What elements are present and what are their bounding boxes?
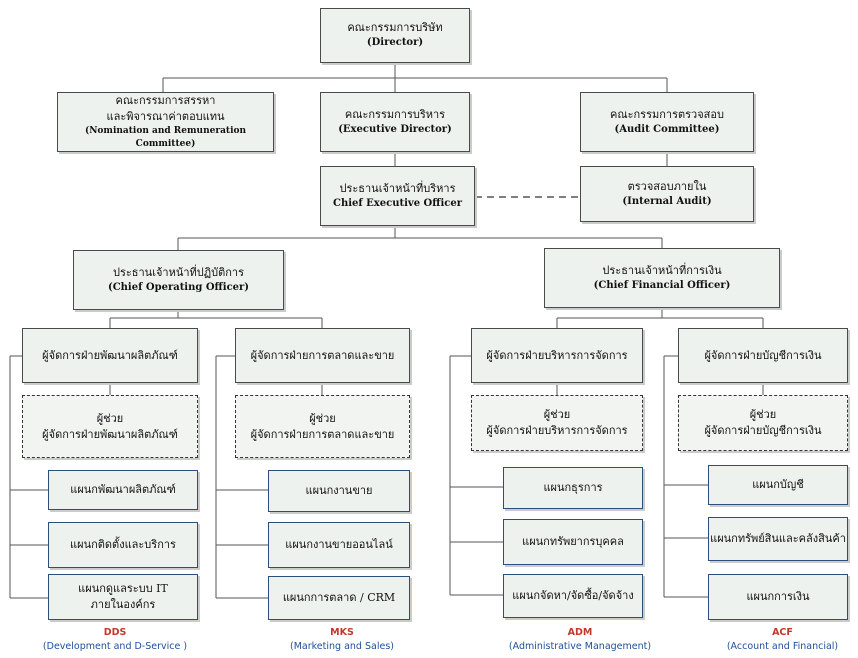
coo-th: ประธานเจ้าหน้าที่ปฏิบัติการ [112, 265, 245, 279]
acf-dept1: แผนกบัญชี [752, 478, 804, 492]
ceo-en: Chief Executive Officer [333, 197, 462, 209]
adm-dept3: แผนกจัดหา/จัดซื้อ/จัดจ้าง [512, 589, 634, 603]
adm-dept-admin: แผนกธุรการ [503, 467, 643, 509]
mks-assistant1: ผู้ช่วย [309, 411, 336, 425]
acf-desc: (Account and Financial) [726, 640, 839, 652]
nomination-committee-box: คณะกรรมการสรรหา และพิจารณาค่าตอบแทน (Nom… [57, 92, 274, 152]
acf-assistant-box: ผู้ช่วย ผู้จัดการฝ่ายบัญชีการเงิน [678, 395, 848, 451]
adm-division-label: ADM (Administrative Management) [495, 626, 665, 654]
dds-assistant2: ผู้จัดการฝ่ายพัฒนาผลิตภัณฑ์ [42, 427, 178, 441]
mks-manager-box: ผู้จัดการฝ่ายการตลาดและขาย [235, 328, 410, 383]
mks-code: MKS [330, 627, 354, 638]
mks-dept1: แผนกงานขาย [305, 484, 373, 498]
dds-dept-product-dev: แผนกพัฒนาผลิตภัณฑ์ [48, 470, 198, 510]
dds-dept1: แผนกพัฒนาผลิตภัณฑ์ [70, 483, 176, 497]
adm-manager: ผู้จัดการฝ่ายบริหารการจัดการ [486, 348, 628, 362]
adm-assistant1: ผู้ช่วย [543, 408, 571, 422]
director-en: (Director) [366, 37, 424, 49]
ceo-th: ประธานเจ้าหน้าที่บริหาร [339, 181, 456, 195]
dds-manager-box: ผู้จัดการฝ่ายพัฒนาผลิตภัณฑ์ [22, 328, 198, 383]
acf-assistant1: ผู้ช่วย [749, 408, 777, 422]
adm-assistant-box: ผู้ช่วย ผู้จัดการฝ่ายบริหารการจัดการ [471, 395, 643, 451]
executive-th: คณะกรรมการบริหาร [344, 107, 446, 121]
mks-dept3: แผนกการตลาด / CRM [282, 591, 396, 605]
acf-dept-finance: แผนกการเงิน [708, 574, 848, 620]
dds-dept2: แผนกติดตั้งและบริการ [70, 538, 176, 552]
mks-dept-online-sales: แผนกงานขายออนไลน์ [268, 522, 410, 568]
adm-dept-procurement: แผนกจัดหา/จัดซื้อ/จัดจ้าง [503, 574, 643, 618]
executive-en: (Executive Director) [338, 123, 452, 135]
acf-dept-assets-warehouse: แผนกทรัพย์สินและคลังสินค้า [708, 517, 848, 561]
adm-manager-box: ผู้จัดการฝ่ายบริหารการจัดการ [471, 328, 643, 383]
nomination-th2: และพิจารณาค่าตอบแทน [106, 109, 225, 123]
acf-dept3: แผนกการเงิน [746, 590, 810, 604]
mks-assistant-box: ผู้ช่วย ผู้จัดการฝ่ายการตลาดและขาย [235, 395, 410, 458]
acf-code: ACF [772, 627, 793, 638]
dds-dept3a: แผนกดูแลระบบ IT [78, 582, 168, 596]
nomination-th1: คณะกรรมการสรรหา [115, 94, 216, 108]
internal-audit-en: (Internal Audit) [622, 195, 712, 207]
dds-desc: (Development and D-Service ) [42, 640, 188, 652]
adm-dept2: แผนกทรัพยากรบุคคล [522, 535, 624, 549]
internal-audit-th: ตรวจสอบภายใน [627, 179, 707, 193]
dds-assistant1: ผู้ช่วย [96, 411, 124, 425]
adm-code: ADM [567, 627, 593, 638]
acf-manager: ผู้จัดการฝ่ายบัญชีการเงิน [704, 348, 822, 362]
dds-code: DDS [103, 627, 127, 638]
internal-audit-box: ตรวจสอบภายใน (Internal Audit) [580, 166, 754, 222]
mks-dept-marketing-crm: แผนกการตลาด / CRM [268, 576, 410, 620]
acf-dept-accounting: แผนกบัญชี [708, 465, 848, 505]
cfo-th: ประธานเจ้าหน้าที่การเงิน [602, 263, 722, 277]
cfo-en: (Chief Financial Officer) [593, 279, 731, 291]
mks-dept-sales: แผนกงานขาย [268, 470, 410, 512]
nomination-en: (Nomination and Remuneration Committee) [84, 125, 247, 149]
dds-assistant-box: ผู้ช่วย ผู้จัดการฝ่ายพัฒนาผลิตภัณฑ์ [22, 395, 198, 458]
adm-dept-hr: แผนกทรัพยากรบุคคล [503, 519, 643, 565]
coo-box: ประธานเจ้าหน้าที่ปฏิบัติการ (Chief Opera… [73, 250, 284, 310]
director-box: คณะกรรมการบริษัท (Director) [320, 8, 470, 63]
mks-assistant2: ผู้จัดการฝ่ายการตลาดและขาย [250, 427, 395, 441]
mks-division-label: MKS (Marketing and Sales) [262, 626, 422, 654]
dds-division-label: DDS (Development and D-Service ) [30, 626, 200, 654]
audit-th: คณะกรรมการตรวจสอบ [610, 107, 724, 121]
coo-en: (Chief Operating Officer) [107, 281, 250, 293]
director-th: คณะกรรมการบริษัท [347, 21, 443, 35]
adm-dept1: แผนกธุรการ [543, 481, 603, 495]
mks-manager: ผู้จัดการฝ่ายการตลาดและขาย [250, 348, 395, 362]
cfo-box: ประธานเจ้าหน้าที่การเงิน (Chief Financia… [544, 248, 780, 308]
dds-dept-install-service: แผนกติดตั้งและบริการ [48, 522, 198, 568]
mks-dept2: แผนกงานขายออนไลน์ [285, 538, 393, 552]
mks-desc: (Marketing and Sales) [290, 640, 394, 652]
acf-assistant2: ผู้จัดการฝ่ายบัญชีการเงิน [704, 424, 822, 437]
adm-desc: (Administrative Management) [508, 640, 652, 652]
executive-director-box: คณะกรรมการบริหาร (Executive Director) [320, 92, 470, 152]
audit-en: (Audit Committee) [614, 123, 720, 135]
dds-dept-it: แผนกดูแลระบบ IT ภายในองค์กร [48, 574, 198, 620]
dds-manager: ผู้จัดการฝ่ายพัฒนาผลิตภัณฑ์ [42, 348, 178, 362]
audit-committee-box: คณะกรรมการตรวจสอบ (Audit Committee) [580, 92, 754, 152]
acf-manager-box: ผู้จัดการฝ่ายบัญชีการเงิน [678, 328, 848, 383]
dds-dept3b: ภายในองค์กร [90, 598, 156, 611]
adm-assistant2: ผู้จัดการฝ่ายบริหารการจัดการ [486, 424, 628, 437]
acf-division-label: ACF (Account and Financial) [710, 626, 855, 654]
acf-dept2: แผนกทรัพย์สินและคลังสินค้า [710, 532, 846, 546]
ceo-box: ประธานเจ้าหน้าที่บริหาร Chief Executive … [320, 166, 475, 226]
